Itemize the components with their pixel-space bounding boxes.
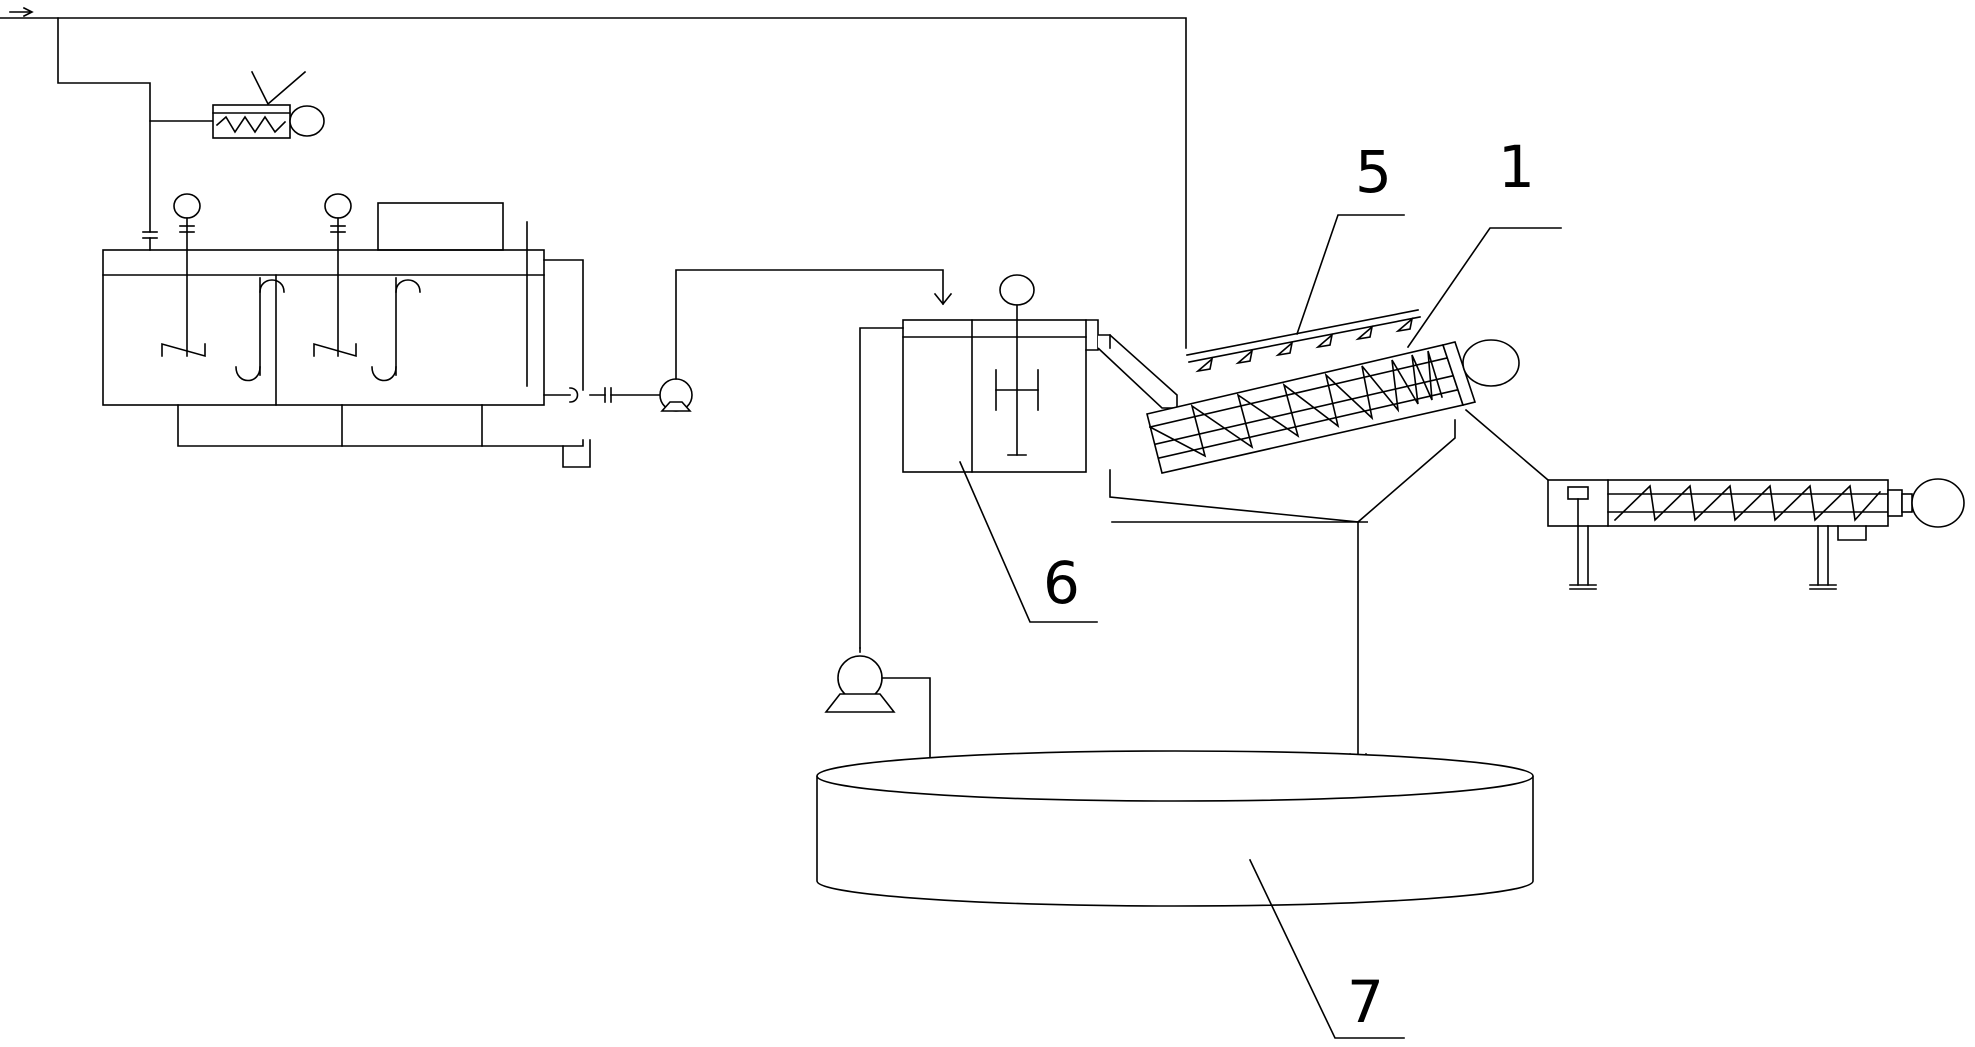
transfer-line xyxy=(675,269,944,380)
pump-icon xyxy=(824,647,931,761)
label-1: 1 xyxy=(1498,133,1535,201)
nozzle-icon xyxy=(1395,316,1414,333)
nozzle-icon xyxy=(1355,324,1374,341)
nozzle-icon xyxy=(1315,332,1334,349)
nozzle-icon xyxy=(1235,348,1254,365)
agitator-icon xyxy=(313,193,357,358)
horizontal-screw-conveyor xyxy=(1547,478,1965,590)
spray-bar xyxy=(1186,309,1421,373)
mixing-tank xyxy=(859,274,1099,649)
arrow-down-icon xyxy=(933,292,953,306)
leader-lines xyxy=(958,214,1562,1039)
circulation-arrow-icon xyxy=(371,277,421,382)
inclined-screw-dewaterer xyxy=(1109,339,1550,768)
label-5: 5 xyxy=(1355,138,1392,206)
agitator-icon xyxy=(161,193,206,358)
motor-icon xyxy=(1462,339,1520,387)
transfer-chute xyxy=(1097,334,1178,409)
feed-line xyxy=(0,6,1187,349)
pump-icon xyxy=(659,378,693,412)
agitator-icon xyxy=(995,274,1039,456)
reaction-tank xyxy=(102,193,661,468)
heater-unit xyxy=(212,70,325,139)
motor-icon xyxy=(1911,478,1965,528)
storage-basin xyxy=(816,750,1534,907)
circulation-arrow-icon xyxy=(235,277,285,382)
label-7: 7 xyxy=(1347,968,1384,1036)
nozzle-icon xyxy=(1195,356,1214,373)
nozzle-icon xyxy=(1275,340,1294,357)
label-6: 6 xyxy=(1043,549,1080,617)
